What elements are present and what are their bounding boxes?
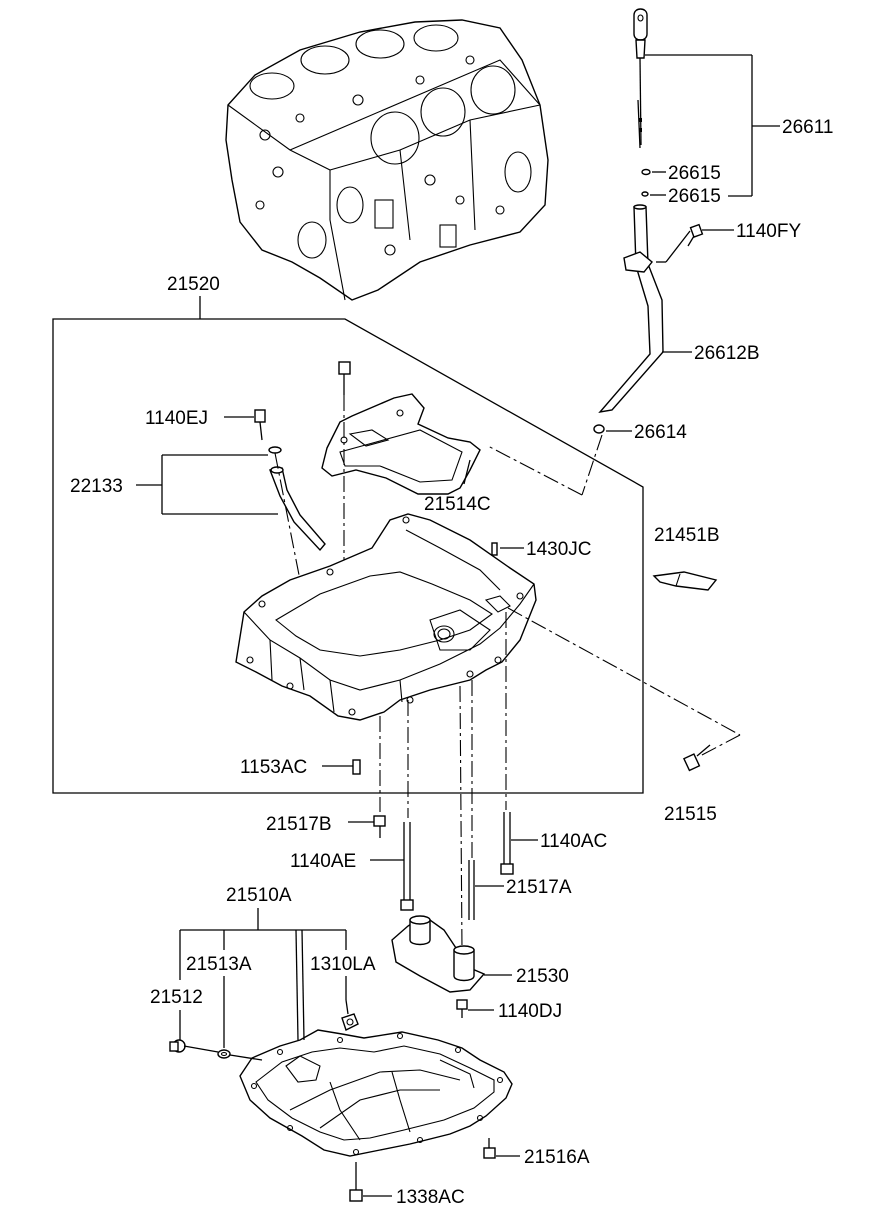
label-1140ej: 1140EJ <box>145 408 208 429</box>
label-21520: 21520 <box>167 274 220 295</box>
label-1140ac: 1140AC <box>540 831 607 852</box>
bolt-21517b <box>348 815 386 838</box>
bracket-21451b <box>652 571 718 591</box>
label-1140dj: 1140DJ <box>498 1001 562 1022</box>
dipstick-o-ring-lower <box>641 191 649 197</box>
assembly-frame-21520 <box>52 318 644 794</box>
label-22133: 22133 <box>70 476 123 497</box>
bolt-1140ac <box>500 812 538 875</box>
label-26611: 26611 <box>782 117 833 138</box>
dowel-pin-1430jc <box>491 542 524 556</box>
label-26615-upper: 26615 <box>668 163 721 184</box>
label-21510a: 21510A <box>226 885 292 906</box>
bolt-1140ae <box>370 822 414 911</box>
dipstick-o-ring-upper <box>641 168 651 176</box>
callout-leaders <box>136 54 780 1048</box>
guide-tube-o-ring <box>593 424 605 434</box>
label-1430jc: 1430JC <box>526 539 592 560</box>
label-1310la: 1310LA <box>310 954 376 975</box>
label-21515: 21515 <box>664 804 717 825</box>
label-21530: 21530 <box>516 966 569 987</box>
label-21514c: 21514C <box>424 494 491 515</box>
bolt-21516a <box>483 1138 520 1159</box>
label-26614: 26614 <box>634 422 687 443</box>
label-26612b: 26612B <box>694 343 760 364</box>
label-1140fy: 1140FY <box>736 221 801 242</box>
label-1140ae: 1140AE <box>290 851 356 872</box>
bolt-1140fy <box>656 223 704 263</box>
baffle-plate <box>321 393 481 495</box>
alignment-dashes <box>379 612 507 951</box>
engine-block <box>225 19 549 301</box>
gasket-21513a <box>217 1049 231 1059</box>
bolt-21517a <box>468 860 504 920</box>
dipstick-guide-tube <box>487 204 664 496</box>
label-21517a: 21517A <box>506 877 572 898</box>
label-21516a: 21516A <box>524 1147 590 1168</box>
drain-plug-assembly <box>169 999 359 1061</box>
oil-pickup-tube <box>254 409 326 581</box>
oil-dipstick <box>633 8 651 197</box>
label-1153ac: 1153AC <box>240 757 307 778</box>
lower-oil-pan <box>239 1029 513 1157</box>
label-1338ac: 1338AC <box>396 1187 465 1208</box>
label-21451b: 21451B <box>654 525 720 546</box>
label-26615-lower: 26615 <box>668 186 721 207</box>
bolt-1140dj <box>456 999 494 1018</box>
baffle-bolt <box>338 361 351 580</box>
label-21512: 21512 <box>150 987 203 1008</box>
callout-labels: 26611 26615 26615 1140FY 21520 26612B 11… <box>70 117 833 1208</box>
label-21513a: 21513A <box>186 954 252 975</box>
label-21517b: 21517B <box>266 814 332 835</box>
plug-1153ac <box>322 759 361 775</box>
upper-oil-pan <box>235 513 741 757</box>
stiffener-21530 <box>391 915 512 993</box>
bolt-21515 <box>683 744 711 772</box>
nut-1338ac <box>349 1162 392 1202</box>
